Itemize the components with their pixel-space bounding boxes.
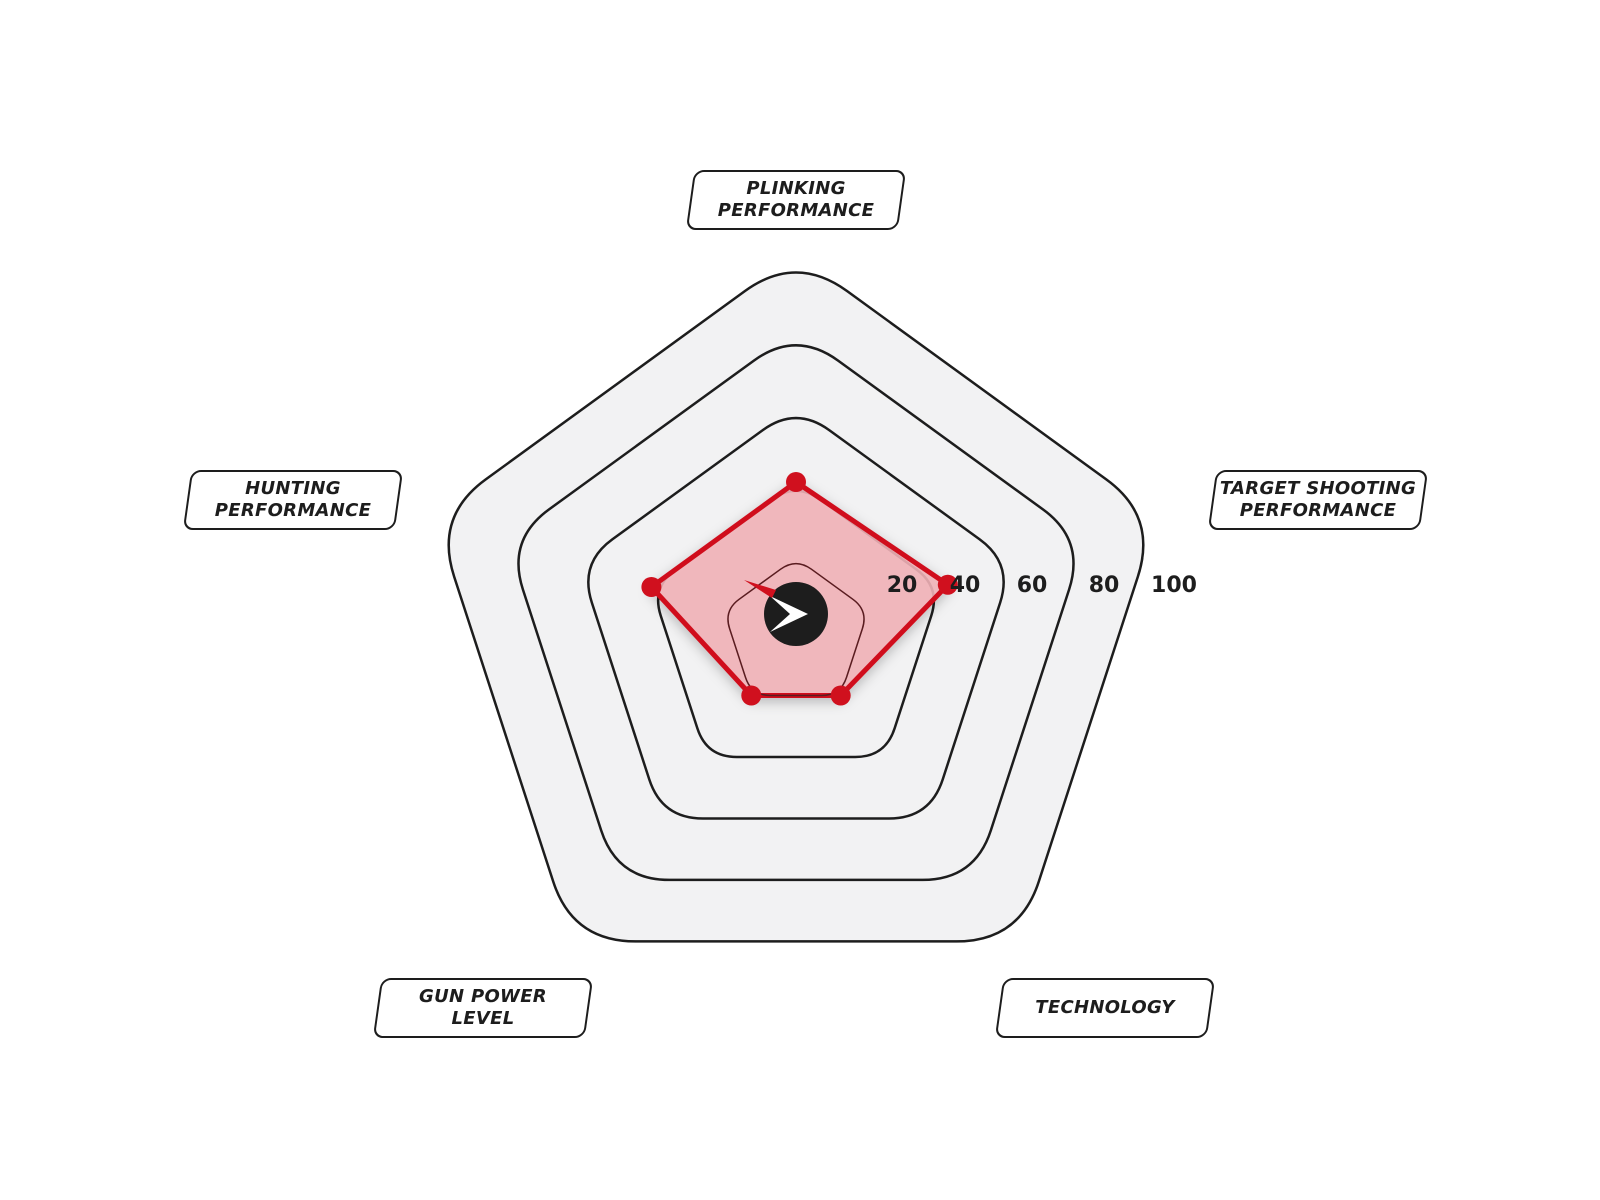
series-point <box>786 472 806 492</box>
series-point <box>830 685 851 706</box>
ring-tick-label: 60 <box>1017 573 1048 598</box>
axis-label-target-shooting: TARGET SHOOTING PERFORMANCE <box>1207 470 1429 530</box>
axis-label-technology: TECHNOLOGY <box>994 978 1216 1038</box>
ring-tick-label: 20 <box>887 573 918 598</box>
ring-tick-labels: 20 40 60 80 100 <box>887 573 1197 598</box>
ring-tick-label: 80 <box>1089 573 1120 598</box>
axis-label-hunting: HUNTING PERFORMANCE <box>182 470 404 530</box>
ring-tick-label: 40 <box>950 573 981 598</box>
axis-label-plinking: PLINKING PERFORMANCE <box>685 170 907 230</box>
series-point <box>641 577 662 597</box>
axis-label-gun-power: GUN POWER LEVEL <box>372 978 594 1038</box>
ring-tick-label: 100 <box>1151 573 1197 598</box>
series-point <box>937 574 958 595</box>
brand-chevron-logo-icon <box>744 580 828 646</box>
series-point <box>741 685 762 706</box>
